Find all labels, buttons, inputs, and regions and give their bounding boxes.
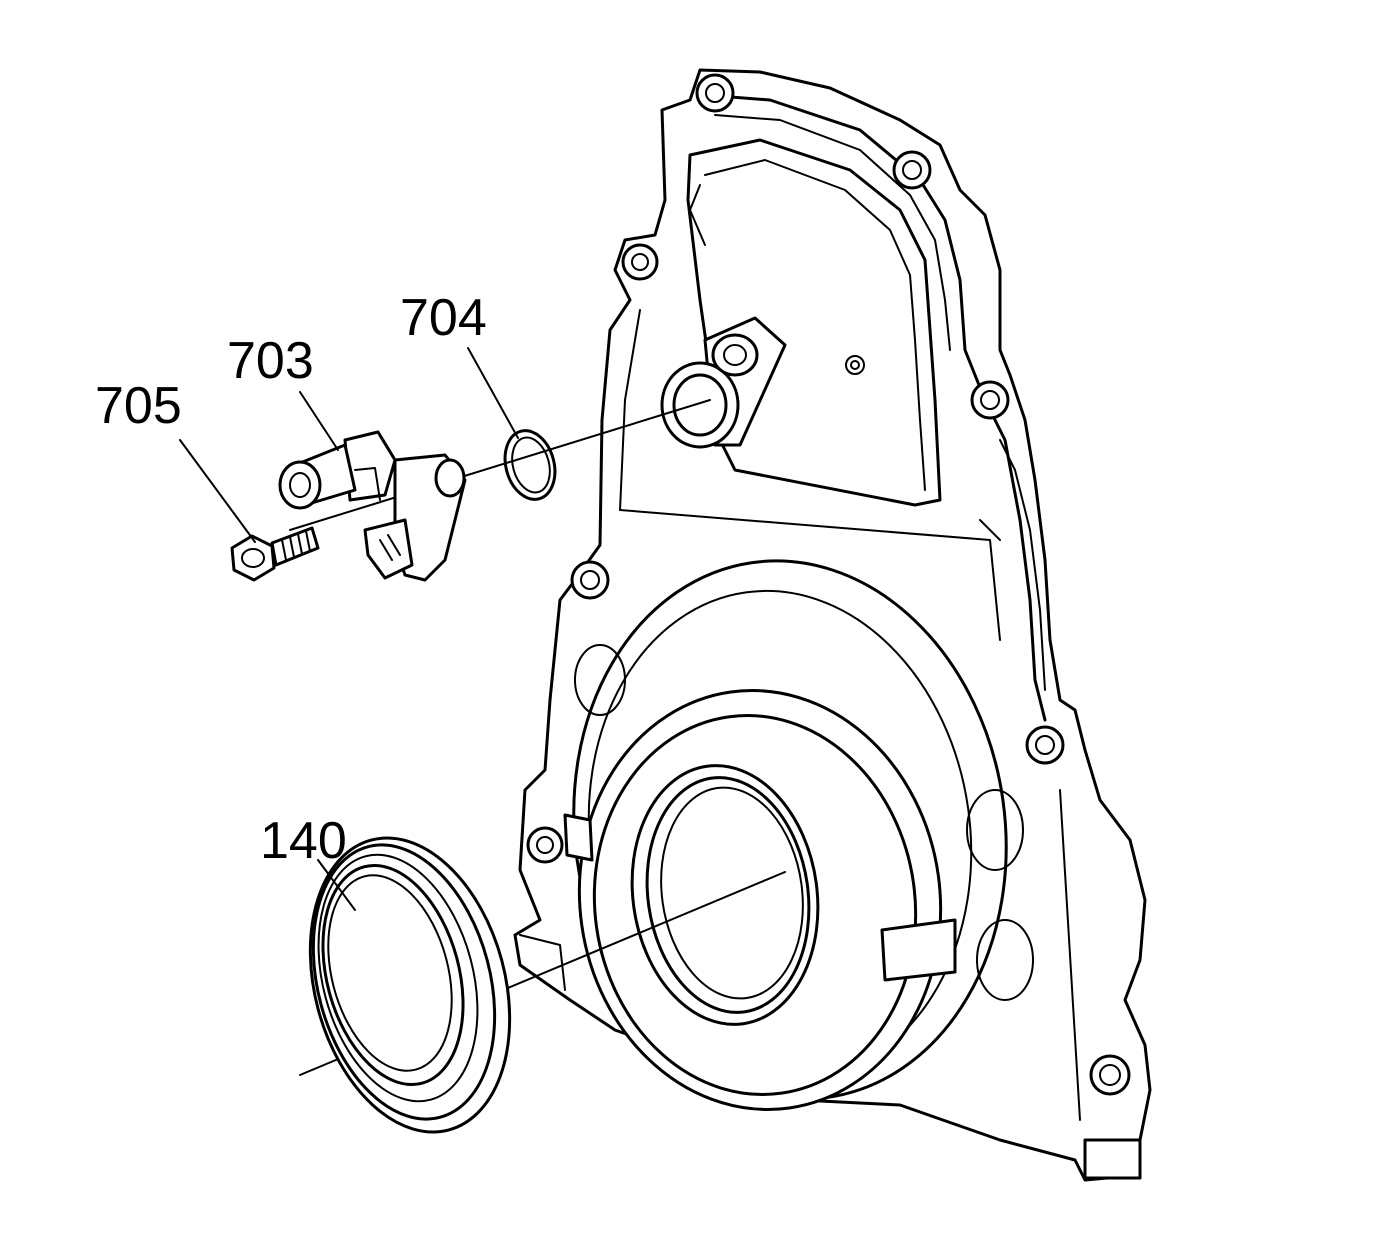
- crankshaft-position-sensor: [278, 430, 467, 582]
- o-ring: [503, 429, 557, 501]
- callout-703: 703: [227, 332, 314, 390]
- bolt-boss: [526, 73, 1131, 1096]
- bolt: [230, 526, 320, 582]
- callout-704: 704: [400, 289, 487, 347]
- front-cover: [513, 68, 1152, 1182]
- callout-140: 140: [260, 812, 347, 870]
- oil-seal: [308, 836, 512, 1134]
- callout-705: 705: [95, 377, 182, 435]
- leader-line: [179, 347, 519, 911]
